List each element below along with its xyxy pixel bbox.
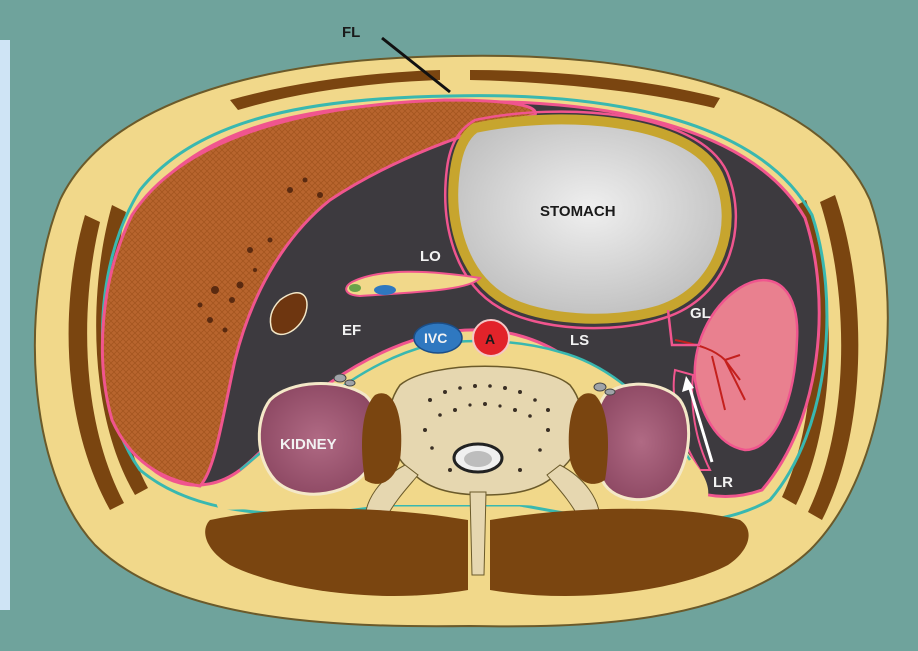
psoas-left <box>569 393 608 484</box>
spinal-cord <box>464 451 492 467</box>
spinous-process <box>470 492 486 575</box>
label-ivc: IVC <box>424 330 447 346</box>
left-blue-strip <box>0 40 10 610</box>
label-fl: FL <box>342 24 360 41</box>
label-ef: EF <box>342 322 361 339</box>
label-kidney: KIDNEY <box>280 436 337 453</box>
label-aorta: A <box>485 331 495 347</box>
label-lr: LR <box>713 474 733 491</box>
portal-vein <box>374 285 396 295</box>
label-gl: GL <box>690 305 711 322</box>
label-ls: LS <box>570 332 589 349</box>
kidney-left <box>594 384 689 499</box>
label-stomach: STOMACH <box>540 203 616 220</box>
label-lo: LO <box>420 248 441 265</box>
hepatic-artery <box>349 284 361 292</box>
psoas-right <box>362 393 401 484</box>
